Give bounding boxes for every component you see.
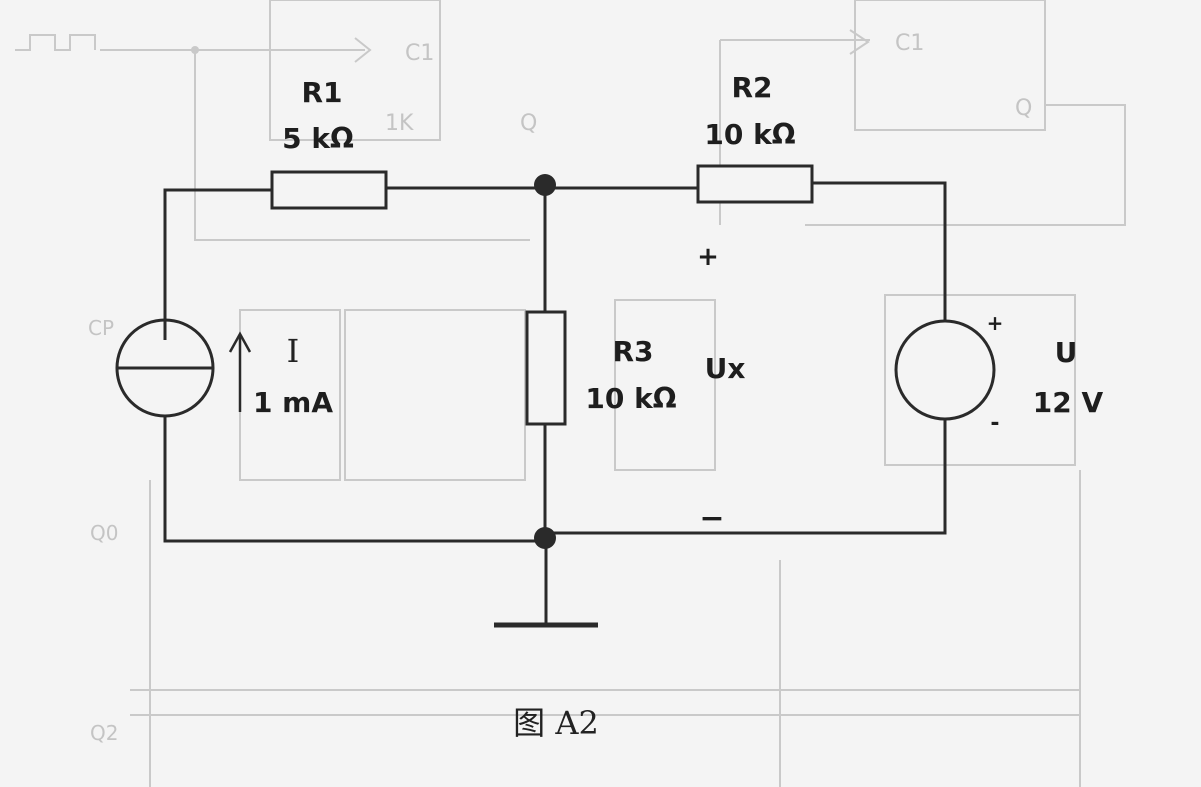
voltage-source-value: 12 V — [1033, 386, 1104, 419]
background-ghost: C1 1K Q C1 Q CP Q0 Q2 — [15, 0, 1126, 787]
ux-label: Ux — [705, 352, 746, 385]
current-source-name: I — [287, 332, 300, 370]
r2-name: R2 — [731, 71, 772, 104]
ux-plus-sign: + — [697, 242, 719, 272]
ghost-label: C1 — [895, 31, 924, 56]
ghost-label: C1 — [405, 41, 434, 66]
voltage-source — [894, 319, 996, 421]
resistor-r3 — [525, 310, 567, 426]
resistor-r2 — [696, 164, 814, 204]
ghost-label: CP — [88, 316, 114, 340]
voltage-source-plus-sign: + — [987, 311, 1004, 335]
current-source-value: 1 mA — [253, 386, 333, 419]
r3-name: R3 — [612, 335, 653, 368]
r2-value: 10 kΩ — [704, 118, 795, 151]
ghost-label: Q2 — [90, 721, 118, 745]
ux-minus-sign: − — [699, 501, 724, 536]
r1-value: 5 kΩ — [282, 122, 354, 155]
r3-value: 10 kΩ — [585, 382, 676, 415]
voltage-source-name: U — [1055, 336, 1078, 369]
junction-node-top — [534, 174, 556, 196]
r1-name: R1 — [301, 76, 342, 109]
ghost-label: 1K — [385, 111, 414, 136]
figure-caption: 图 A2 — [513, 704, 599, 742]
resistor-r1 — [270, 170, 388, 210]
ghost-label: Q — [520, 111, 537, 136]
current-direction-arrow-icon — [228, 331, 252, 412]
junction-node-bottom — [534, 527, 556, 549]
ghost-label: Q — [1015, 96, 1032, 121]
current-source — [115, 318, 215, 440]
voltage-source-minus-sign: - — [990, 411, 999, 436]
ghost-label: Q0 — [90, 521, 118, 545]
